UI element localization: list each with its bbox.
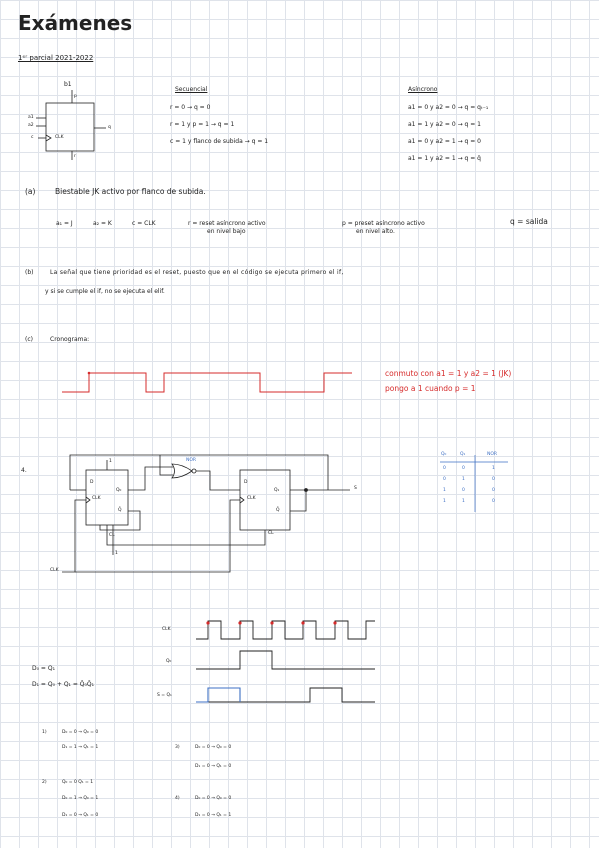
part-b-line-1: La señal que tiene prioridad es el reset… (50, 269, 344, 276)
problem-4-number: 4. (21, 467, 27, 474)
step-1-line: D₀ = 0 → Q₀ = 0 (62, 730, 99, 735)
ff1-cl: CL (268, 531, 274, 536)
step-1-number: 1) (42, 730, 47, 735)
pin-a2: a2 (28, 123, 34, 128)
part-b-line-2: y si se cumple el if, no se ejecuta el e… (45, 288, 165, 295)
pin-r: r (74, 154, 76, 159)
pin-a1: a1 (28, 115, 34, 120)
ff1-clk: CLK (247, 496, 256, 501)
block-name: b1 (64, 81, 72, 88)
tt-cell: 1 (443, 499, 446, 504)
wave-label-q0: Q₀ (166, 659, 172, 664)
ff1-q: Q₁ (274, 488, 280, 493)
tt-cell: 0 (462, 488, 465, 493)
ff1-d: D (244, 480, 248, 485)
ff0-d: D (90, 480, 94, 485)
clk-input-label: CLK (50, 568, 59, 573)
pin-p: p (74, 94, 77, 99)
secuencial-line-1: r = 0 → q = 0 (170, 104, 211, 111)
def-a1: a₁ = J (56, 220, 73, 227)
truth-table (440, 455, 508, 512)
part-c-text: Cronograma: (50, 336, 90, 343)
def-r-2: en nivel bajo (207, 228, 246, 235)
step-4-line: D₀ = 0 → Q₀ = 0 (195, 796, 232, 801)
step-3-line: D₁ = 0 → Q₁ = 0 (195, 764, 232, 769)
block-b1-diagram (36, 90, 106, 160)
step-2-line: Q₀ = 0 Q₁ = 1 (62, 780, 94, 785)
def-p-2: en nivel alto. (356, 228, 395, 235)
step-3-number: 3) (175, 745, 180, 750)
part-c-note-2: pongo a 1 cuando p = 1 (385, 384, 476, 393)
def-p: p = preset asíncrono activo (342, 220, 425, 227)
step-2-line: D₀ = 1 → Q₀ = 1 (62, 796, 99, 801)
clk-edge-markers (206, 621, 337, 625)
part-a-text: Biestable JK activo por flanco de subida… (55, 187, 206, 196)
ff0-q: Q₀ (116, 488, 122, 493)
tt-cell: 1 (443, 488, 446, 493)
nor-gate (171, 463, 193, 479)
constant-one: 1 (115, 551, 118, 556)
secuencial-line-3: c = 1 y flanco de subida → q = 1 (170, 138, 269, 145)
asincrono-line-4: a1 = 1 y a2 = 1 → q = q̄ (408, 155, 481, 162)
timing-diagram (196, 620, 375, 703)
step-4-number: 4) (175, 796, 180, 801)
part-a-label: (a) (25, 187, 36, 196)
asincrono-heading: Asíncrono (408, 86, 438, 93)
step-2-line: D₁ = 0 → Q₁ = 0 (62, 813, 99, 818)
ff1-qbar: Q̄ (276, 508, 280, 513)
block-b1-box (45, 102, 95, 152)
q0-waveform (196, 650, 375, 670)
step-3-line: D₀ = 0 → Q₀ = 0 (195, 745, 232, 750)
def-a2: a₂ = K (93, 220, 112, 227)
step-4-line: D₁ = 0 → Q₁ = 1 (195, 813, 232, 818)
tt-cell: 0 (443, 477, 446, 482)
tt-cell: 0 (492, 499, 495, 504)
wave-label-q1: S = Q₁ (157, 693, 172, 698)
clk-waveform (196, 620, 375, 640)
asincrono-line-2: a1 = 1 y a2 = 0 → q = 1 (408, 121, 481, 128)
asincrono-line-3: a1 = 0 y a2 = 1 → q = 0 (408, 138, 481, 145)
part-b-label: (b) (25, 269, 34, 276)
ff0-qbar: Q̄ (118, 508, 122, 513)
asincrono-line-1: a1 = 0 y a2 = 0 → q = qₜ₋₁ (408, 104, 489, 111)
output-s-label: S (354, 486, 357, 491)
part-c-label: (c) (25, 336, 33, 343)
page-title: Exámenes (18, 11, 133, 35)
tt-cell: 0 (462, 466, 465, 471)
def-q: q = salida (510, 217, 548, 226)
q1-waveform (208, 687, 375, 703)
tt-header-q0: Q₀ (441, 452, 447, 457)
def-c: c = CLK (132, 220, 156, 227)
wave-label-clk: CLK (162, 627, 171, 632)
equation-d1: D₁ = Q₀ + Q₁ = Q̄₀Q̄₁ (32, 681, 95, 688)
step-1-line: D₁ = 1 → Q₁ = 1 (62, 745, 99, 750)
pin-q: q (108, 125, 111, 130)
tt-cell: 1 (462, 477, 465, 482)
section-heading: 1ᵉʳ parcial 2021-2022 (18, 54, 94, 62)
tt-cell: 1 (462, 499, 465, 504)
ff0-cl: CL (109, 533, 115, 538)
secuencial-line-2: r = 1 y p = 1 → q = 1 (170, 121, 235, 128)
tt-cell: 0 (443, 466, 446, 471)
tt-header-q1: Q₁ (460, 452, 466, 457)
pin-c: c (31, 135, 34, 140)
nor-label: NOR (186, 458, 197, 463)
tt-cell: 0 (492, 488, 495, 493)
tt-cell: 0 (492, 477, 495, 482)
pin-clk: CLK (55, 135, 64, 140)
secuencial-heading: Secuencial (175, 86, 208, 93)
equation-d0: D₀ = Q₁ (32, 665, 55, 672)
problem4-circuit (62, 454, 350, 573)
ff0-clk: CLK (92, 496, 101, 501)
ff0-top-one: 1 (109, 459, 112, 464)
cronograma-waveform (62, 371, 352, 393)
part-c-note-1: conmuto con a1 = 1 y a2 = 1 (JK) (385, 369, 512, 378)
tt-cell: 1 (492, 466, 495, 471)
tt-header-nor: NOR (487, 452, 498, 457)
def-r: r = reset asíncrono activo (188, 220, 266, 227)
step-2-number: 2) (42, 780, 47, 785)
